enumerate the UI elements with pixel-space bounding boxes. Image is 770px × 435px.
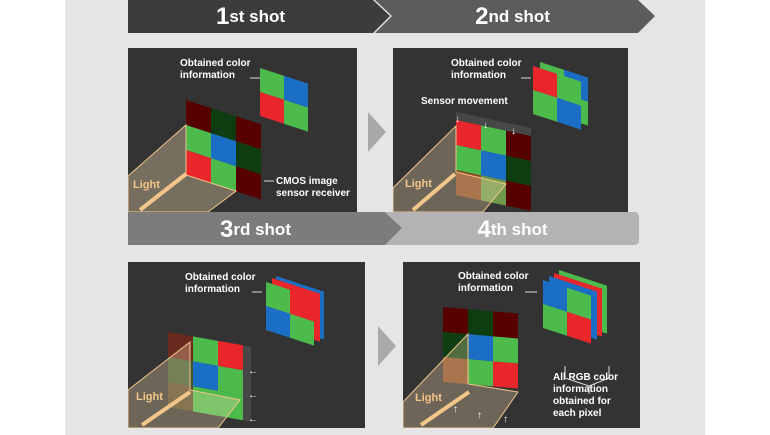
left-arrow-icon: ←	[248, 366, 258, 377]
obtained-label: Obtained color	[185, 272, 256, 283]
light-label: Light	[405, 178, 432, 190]
obtained-label: Obtained color	[451, 58, 522, 69]
obtained-label: Obtained color	[458, 271, 529, 282]
cmos-label: sensor receiver	[276, 188, 350, 199]
down-arrow-icon: ↓	[511, 126, 516, 137]
mid-banner-shapes	[128, 212, 639, 245]
shot-label: st shot	[229, 6, 286, 26]
light-beam	[403, 332, 519, 428]
next-arrow-icon	[368, 112, 386, 152]
cmos-sensor-grid	[168, 332, 251, 422]
up-arrow-icon: ↑	[477, 410, 482, 421]
all-rgb-label: All RGB color	[553, 372, 618, 383]
light-arrow-icon	[411, 172, 457, 212]
light-beam	[128, 340, 241, 428]
shot-label: th shot	[490, 219, 548, 239]
banner-3-shape	[128, 212, 402, 245]
bracket	[564, 366, 610, 394]
all-rgb-label: obtained for	[553, 396, 611, 407]
panel-3rd-shot: Obtained color information ← ← ← Light	[128, 262, 365, 428]
up-arrow-icon: ↑	[503, 414, 508, 425]
left-arrow-icon: ←	[248, 390, 258, 401]
cmos-sensor-grid	[186, 100, 261, 200]
light-beam	[128, 123, 238, 212]
banner-1-shape	[128, 0, 390, 33]
all-rgb-label: each pixel	[553, 408, 602, 419]
cmos-label: CMOS image	[276, 176, 338, 187]
all-rgb-label: information	[553, 384, 608, 395]
light-arrow-icon	[419, 390, 471, 427]
obtained-color-grid	[260, 68, 308, 132]
obtained-color-grid	[266, 282, 314, 346]
obtained-label: Obtained color	[180, 58, 251, 69]
obtained-color-grid-front	[533, 66, 581, 130]
cmos-sensor-grid	[456, 112, 531, 211]
light-label: Light	[136, 391, 163, 403]
light-label: Light	[415, 392, 442, 404]
sensor-movement-label: Sensor movement	[421, 96, 508, 107]
shot-number: 3	[220, 215, 234, 243]
panel-1st-shot: Obtained color information Light CMOS im…	[128, 48, 357, 212]
obtained-label: information	[180, 70, 235, 81]
top-banner-shapes	[128, 0, 655, 33]
banner-4-shape	[385, 212, 639, 245]
shot-label: rd shot	[233, 219, 291, 239]
down-arrow-icon: ↓	[455, 114, 460, 125]
banner-2-shape	[375, 0, 655, 33]
obtained-label: information	[458, 283, 513, 294]
shot-number: 1	[215, 2, 230, 30]
panel-2nd-shot: Obtained color information Sensor moveme…	[393, 48, 628, 212]
down-arrow-icon: ↓	[483, 120, 488, 131]
left-arrow-icon: ←	[248, 414, 258, 425]
shot-number: 4	[477, 215, 491, 243]
light-beam	[393, 124, 507, 212]
next-arrow-icon	[378, 326, 396, 366]
up-arrow-icon: ↑	[453, 404, 458, 415]
light-arrow-icon	[138, 172, 188, 212]
obtained-label: information	[185, 284, 240, 295]
obtained-label: information	[451, 70, 506, 81]
panel-4th-shot: Obtained color information All RGB color…	[403, 262, 640, 428]
shot-label: nd shot	[488, 6, 550, 26]
shot-number: 2	[475, 2, 489, 30]
light-arrow-icon	[140, 390, 192, 427]
cmos-sensor-grid	[443, 307, 518, 389]
light-label: Light	[133, 179, 160, 191]
obtained-color-grid	[543, 280, 591, 344]
